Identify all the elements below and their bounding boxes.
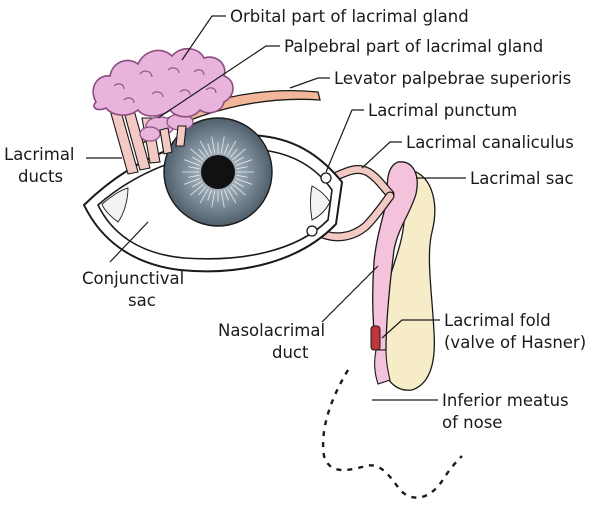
label-sac: Lacrimal sac bbox=[470, 169, 574, 188]
label-conj-line1: Conjunctival bbox=[82, 269, 184, 288]
lacrimal-fold-valve bbox=[370, 325, 381, 351]
iris-ray bbox=[207, 143, 212, 155]
iris-ray bbox=[191, 156, 202, 163]
iris-ray bbox=[199, 188, 209, 204]
label-fold-line2: (valve of Hasner) bbox=[444, 333, 586, 352]
iris-ray bbox=[224, 143, 229, 155]
iris-ray bbox=[220, 190, 225, 208]
label-ducts-line1: Lacrimal bbox=[4, 145, 75, 164]
iris-ray bbox=[188, 166, 200, 170]
iris-ray bbox=[198, 148, 207, 158]
orbital-gland-lobules bbox=[113, 67, 217, 104]
pupil bbox=[201, 155, 235, 189]
iris-ray bbox=[234, 181, 245, 188]
iris-ray bbox=[234, 156, 245, 163]
upper-punctum bbox=[320, 172, 332, 184]
iris-ray bbox=[184, 178, 201, 185]
iris-ray bbox=[235, 159, 252, 166]
iris-ray bbox=[207, 189, 212, 201]
medial-canthus-shade bbox=[310, 185, 331, 221]
iris-ray bbox=[190, 183, 204, 196]
label-palpebral-gland: Palpebral part of lacrimal gland bbox=[284, 37, 543, 56]
label-nasolac-line1: Nasolacrimal bbox=[218, 321, 325, 340]
label-meatus-line2: of nose bbox=[442, 413, 502, 432]
nasal-wall bbox=[381, 169, 436, 391]
nasolacrimal-duct-shape bbox=[374, 349, 391, 385]
label-levator: Levator palpebrae superioris bbox=[334, 69, 571, 88]
iris-ray bbox=[232, 148, 246, 161]
iris-ray bbox=[184, 159, 201, 166]
iris-ray bbox=[211, 190, 216, 208]
iris-ray bbox=[235, 178, 252, 185]
label-fold-line1: Lacrimal fold bbox=[444, 311, 551, 330]
iris-ray bbox=[190, 148, 204, 161]
label-meatus-line1: Inferior meatus bbox=[442, 391, 569, 410]
iris-ray bbox=[229, 186, 238, 196]
iris-ray bbox=[236, 166, 248, 170]
nose-outline-dashed bbox=[322, 369, 463, 499]
iris-ray bbox=[229, 148, 238, 158]
iris-ray bbox=[211, 136, 216, 154]
iris-striations bbox=[182, 136, 254, 208]
lateral-canthus-shade bbox=[101, 187, 129, 223]
iris-ray bbox=[227, 140, 237, 156]
iris-ray bbox=[198, 186, 207, 196]
lower-punctum bbox=[306, 225, 318, 237]
label-punctum: Lacrimal punctum bbox=[368, 101, 517, 120]
label-ducts-line2: ducts bbox=[18, 167, 63, 186]
iris-ray bbox=[199, 140, 209, 156]
iris-ray bbox=[236, 174, 248, 178]
label-nasolac-line2: duct bbox=[272, 343, 309, 362]
iris-ray bbox=[232, 183, 246, 196]
leader-lines bbox=[86, 15, 466, 401]
label-conj-line2: sac bbox=[128, 291, 156, 310]
orbital-gland bbox=[92, 47, 234, 118]
label-canaliculus: Lacrimal canaliculus bbox=[406, 133, 574, 152]
iris-ray bbox=[191, 181, 202, 188]
iris-ray bbox=[227, 188, 237, 204]
iris-ray bbox=[220, 136, 225, 154]
label-orbital-gland: Orbital part of lacrimal gland bbox=[230, 7, 469, 26]
iris-ray bbox=[224, 189, 229, 201]
iris-ray bbox=[188, 174, 200, 178]
